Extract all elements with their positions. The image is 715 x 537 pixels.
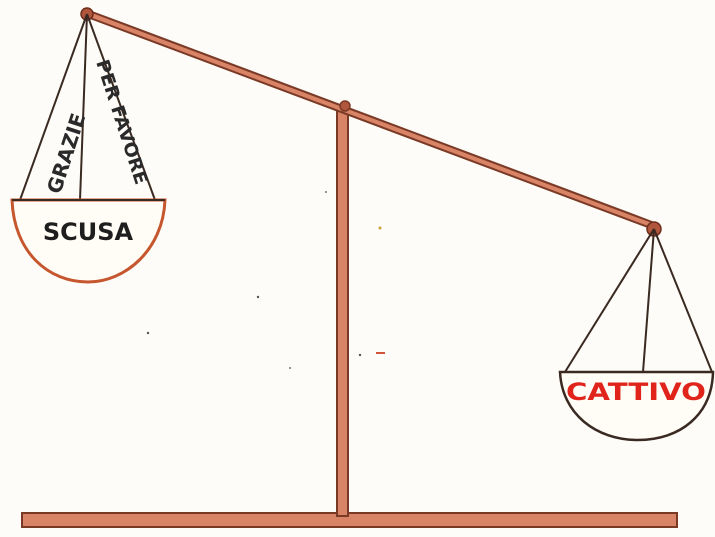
paper-specks [147, 191, 385, 369]
word-grazie: GRAZIE [42, 110, 90, 196]
word-per-favore: PER FAVORE [91, 57, 151, 187]
scale-beam [84, 9, 656, 230]
scale-base [22, 513, 677, 527]
right-pan-strings [565, 229, 712, 372]
word-scusa: SCUSA [43, 218, 134, 246]
scale-post [337, 106, 348, 516]
scale-pivot [340, 101, 350, 111]
word-cattivo: CATTIVO [566, 378, 706, 406]
